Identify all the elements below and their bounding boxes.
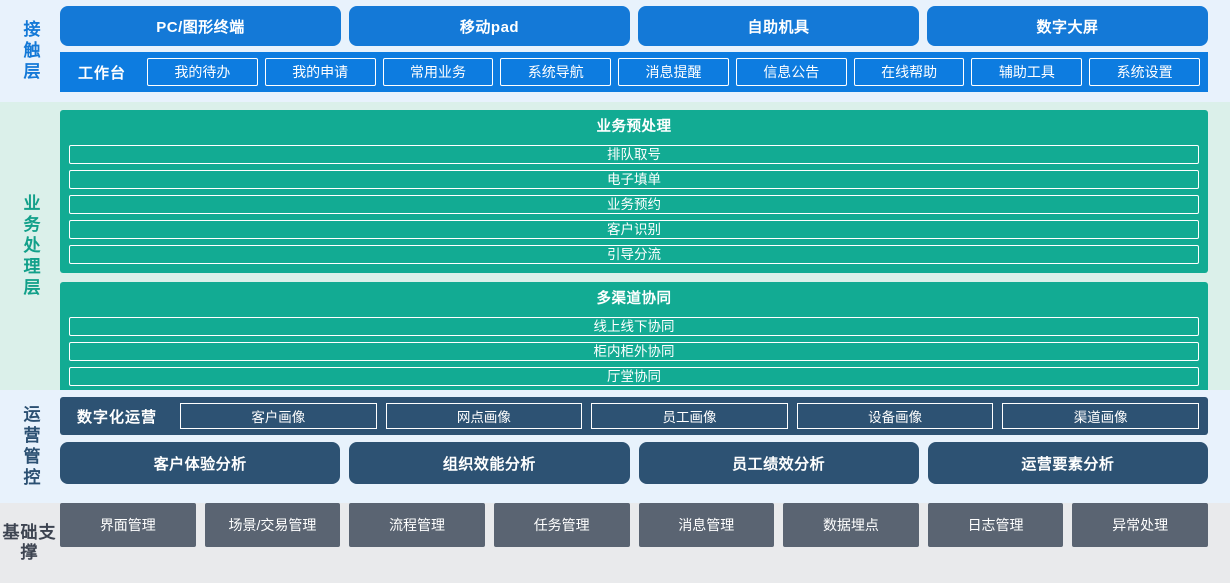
workbench-item-information-bulletin[interactable]: 信息公告	[735, 58, 847, 86]
portrait-channel[interactable]: 渠道画像	[1002, 403, 1199, 429]
workbench-item-my-todo[interactable]: 我的待办	[147, 58, 258, 86]
channel-mobile-pad[interactable]: 移动pad	[349, 6, 630, 46]
workbench-item-auxiliary-tools[interactable]: 辅助工具	[971, 58, 1083, 86]
operations-management-layer-body: 数字化运营 客户画像 网点画像 员工画像 设备画像 渠道画像 客户体验分析 组织…	[60, 390, 1230, 503]
base-exception-handling[interactable]: 异常处理	[1072, 503, 1208, 547]
column-title: 业务预处理	[596, 119, 672, 135]
base-support-layer-label: 基础支撑	[0, 503, 60, 583]
cell-electronic-form[interactable]: 电子填单	[69, 170, 1199, 189]
contact-layer: 接触层 PC/图形终端 移动pad 自助机具 数字大屏 工作台 我的待办 我的申…	[0, 0, 1230, 102]
cell-hall-collaboration[interactable]: 厅堂协同	[69, 367, 1199, 386]
business-processing-layer-body: 业务预处理 排队取号 电子填单 业务预约 客户识别 引导分流 多渠道协同 线上线…	[60, 102, 1230, 583]
base-support-layer: 基础支撑 界面管理 场景/交易管理 流程管理 任务管理 消息管理 数据埋点 日志…	[0, 503, 1230, 583]
cell-guidance-diversion[interactable]: 引导分流	[69, 245, 1199, 264]
contact-layer-body: PC/图形终端 移动pad 自助机具 数字大屏 工作台 我的待办 我的申请 常用…	[60, 0, 1230, 102]
column-title: 多渠道协同	[596, 291, 672, 307]
operations-management-layer-label-text: 运营管控	[20, 404, 40, 489]
operations-management-layer: 运营管控 数字化运营 客户画像 网点画像 员工画像 设备画像 渠道画像 客户体验…	[0, 390, 1230, 503]
analysis-employee-performance[interactable]: 员工绩效分析	[638, 442, 919, 484]
workbench-item-system-navigation[interactable]: 系统导航	[500, 58, 612, 86]
cell-customer-identification[interactable]: 客户识别	[69, 220, 1199, 239]
base-task-management[interactable]: 任务管理	[493, 503, 630, 547]
base-data-tracking[interactable]: 数据埋点	[783, 503, 919, 547]
contact-layer-label-text: 接触层	[20, 19, 40, 83]
workbench-item-my-application[interactable]: 我的申请	[264, 58, 376, 86]
base-support-row: 界面管理 场景/交易管理 流程管理 任务管理 消息管理 数据埋点 日志管理 异常…	[60, 503, 1208, 547]
cell-inside-outside-counter-collaboration[interactable]: 柜内柜外协同	[69, 342, 1199, 361]
base-process-management[interactable]: 流程管理	[349, 503, 485, 547]
analysis-customer-experience[interactable]: 客户体验分析	[60, 442, 341, 484]
cell-business-appointment[interactable]: 业务预约	[69, 195, 1199, 214]
business-processing-layer-label-text: 业务处理层	[20, 193, 40, 299]
column-business-preprocessing: 业务预处理 排队取号 电子填单 业务预约 客户识别 引导分流	[60, 110, 1208, 273]
channel-row: PC/图形终端 移动pad 自助机具 数字大屏	[60, 6, 1208, 46]
digital-operations-title: 数字化运营	[77, 408, 158, 426]
portrait-customer[interactable]: 客户画像	[180, 403, 377, 429]
cell-online-offline-collaboration[interactable]: 线上线下协同	[69, 317, 1199, 336]
cell-queue-ticket[interactable]: 排队取号	[69, 145, 1199, 164]
channel-self-service-machine[interactable]: 自助机具	[638, 6, 919, 46]
portrait-branch[interactable]: 网点画像	[385, 403, 583, 429]
portrait-employee[interactable]: 员工画像	[591, 403, 788, 429]
workbench-item-common-business[interactable]: 常用业务	[382, 58, 494, 86]
workbench-item-message-reminder[interactable]: 消息提醒	[618, 58, 729, 86]
analysis-organizational-efficiency[interactable]: 组织效能分析	[349, 442, 630, 484]
business-processing-layer: 业务处理层 业务预处理 排队取号 电子填单 业务预约 客户识别 引导分流 多渠道…	[0, 102, 1230, 583]
workbench-row: 工作台 我的待办 我的申请 常用业务 系统导航 消息提醒 信息公告 在线帮助 辅…	[60, 52, 1208, 92]
workbench-item-online-help[interactable]: 在线帮助	[853, 58, 965, 86]
workbench-title: 工作台	[78, 64, 127, 82]
base-support-layer-body: 界面管理 场景/交易管理 流程管理 任务管理 消息管理 数据埋点 日志管理 异常…	[60, 503, 1230, 583]
analysis-row: 客户体验分析 组织效能分析 员工绩效分析 运营要素分析	[60, 442, 1208, 484]
contact-layer-label: 接触层	[0, 0, 60, 102]
portrait-device[interactable]: 设备画像	[796, 403, 994, 429]
base-message-management[interactable]: 消息管理	[638, 503, 775, 547]
base-support-layer-label-text: 基础支撑	[2, 523, 57, 562]
business-processing-layer-label: 业务处理层	[0, 102, 60, 390]
base-interface-management[interactable]: 界面管理	[60, 503, 196, 547]
workbench-item-system-settings[interactable]: 系统设置	[1089, 58, 1201, 86]
digital-operations-row: 数字化运营 客户画像 网点画像 员工画像 设备画像 渠道画像	[60, 397, 1208, 435]
base-scenario-transaction-management[interactable]: 场景/交易管理	[204, 503, 341, 547]
analysis-operation-elements[interactable]: 运营要素分析	[927, 442, 1208, 484]
channel-digital-screen[interactable]: 数字大屏	[927, 6, 1208, 46]
base-log-management[interactable]: 日志管理	[927, 503, 1064, 547]
channel-pc[interactable]: PC/图形终端	[60, 6, 341, 46]
operations-management-layer-label: 运营管控	[0, 390, 60, 503]
